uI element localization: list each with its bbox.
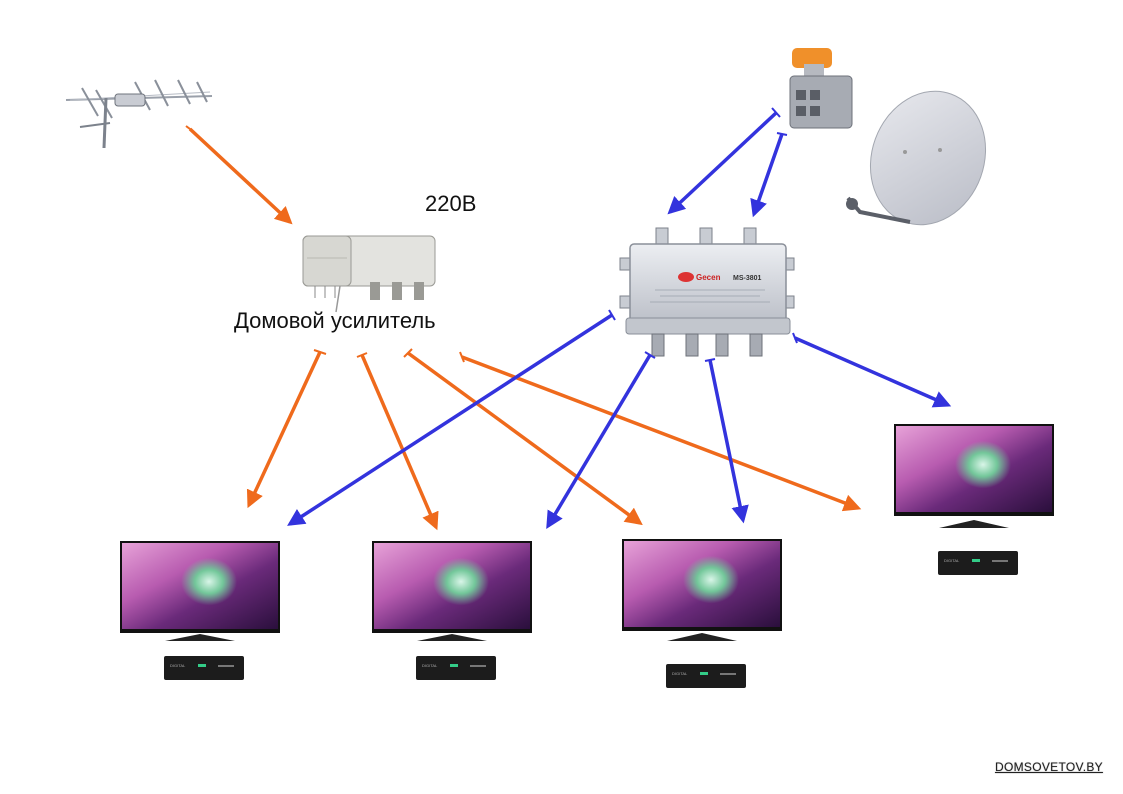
stb-2-brand: DIGITAL <box>422 663 438 668</box>
link-antenna-to-amplifier <box>188 127 293 225</box>
stb-1-brand: DIGITAL <box>170 663 186 668</box>
link-switch-to-tv-1 <box>287 313 613 526</box>
link-lnb-to-switch-2 <box>750 133 784 218</box>
tv-set-1: DIGITAL <box>120 541 280 680</box>
satellite-links <box>287 111 952 530</box>
link-switch-to-tv-4 <box>794 336 952 408</box>
tv-set-2: DIGITAL <box>372 541 532 680</box>
terrestrial-link-ticks <box>185 125 465 363</box>
terrestrial-antenna <box>65 79 213 149</box>
lnb-converter <box>789 48 853 129</box>
terrestrial-links <box>188 127 862 531</box>
watermark-text: DOMSOVETOV.BY <box>995 760 1103 774</box>
amplifier-label: Домовой усилитель <box>234 308 436 333</box>
satellite-dish <box>846 90 987 226</box>
link-amplifier-to-tv-1 <box>246 351 322 509</box>
switch-brand-text: Gecen <box>696 273 721 282</box>
power-label: 220В <box>425 191 477 216</box>
link-amplifier-to-tv-3 <box>406 351 643 526</box>
link-amplifier-to-tv-4 <box>461 355 862 512</box>
link-switch-to-tv-3 <box>708 359 749 524</box>
link-lnb-to-switch-1 <box>667 111 778 215</box>
multiswitch-device: Gecen MS-3801 <box>619 227 795 357</box>
house-amplifier-device <box>302 235 436 313</box>
satellite-link-ticks <box>608 107 798 362</box>
tv-set-3: DIGITAL <box>622 539 782 688</box>
switch-model-text: MS-3801 <box>733 275 762 282</box>
link-switch-to-tv-2 <box>546 354 652 530</box>
link-amplifier-to-tv-2 <box>360 354 439 531</box>
stb-3-brand: DIGITAL <box>672 671 688 676</box>
tv-set-4: DIGITAL <box>894 424 1054 575</box>
stb-4-brand: DIGITAL <box>944 558 960 563</box>
